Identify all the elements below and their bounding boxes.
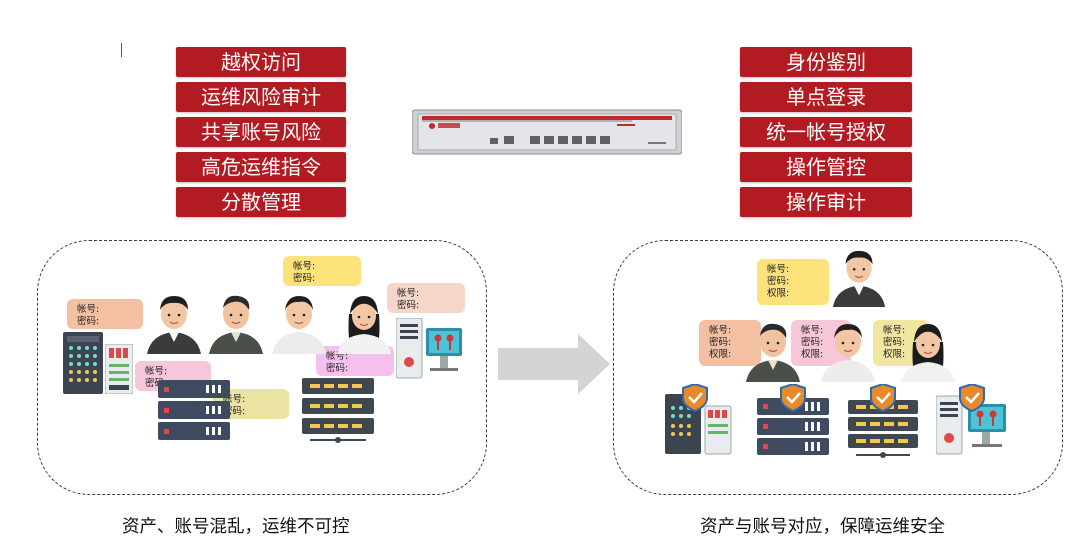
account-bubble: 帐号:密码: — [283, 256, 361, 286]
network-device-icon — [105, 344, 133, 394]
protected-server-stack-icon — [757, 384, 829, 455]
server-stack-icon — [158, 380, 230, 440]
arrow-right-icon — [498, 334, 610, 394]
account-bubble: 帐号:密码: — [387, 283, 465, 313]
account-bubble: 帐号:密码: — [67, 299, 143, 329]
person-avatar-icon — [337, 296, 391, 354]
account-permission-bubble: 帐号:密码:权限: — [699, 320, 761, 366]
protected-server-rack-icon — [665, 384, 732, 455]
protected-desktop-computer-icon — [936, 384, 1006, 455]
person-avatar-icon — [272, 296, 326, 354]
tag-operation-control: 操作管控 — [740, 152, 912, 182]
person-avatar-icon — [209, 295, 263, 354]
left-panel — [37, 240, 487, 495]
person-avatar-icon — [147, 296, 201, 354]
person-avatar-icon — [901, 324, 955, 382]
left-caption: 资产、账号混乱，运维不可控 — [122, 517, 350, 537]
tag-single-sign-on: 单点登录 — [740, 82, 912, 112]
protected-server-stack-icon — [848, 384, 918, 458]
right-caption: 资产与账号对应，保障运维安全 — [700, 517, 945, 537]
tag-identity-auth: 身份鉴别 — [740, 47, 912, 77]
tag-unauthorized-access: 越权访问 — [176, 47, 346, 77]
tag-unified-account-auth: 统一帐号授权 — [740, 117, 912, 147]
server-rack-icon — [63, 332, 103, 394]
tag-operation-audit: 操作审计 — [740, 187, 912, 217]
right-panel — [613, 240, 1063, 495]
bastion-host-appliance-icon — [412, 109, 682, 155]
tag-high-risk-commands: 高危运维指令 — [176, 152, 346, 182]
tag-scattered-management: 分散管理 — [176, 187, 346, 217]
person-avatar-icon — [832, 250, 886, 307]
text-cursor — [121, 43, 122, 57]
account-permission-bubble: 帐号:密码:权限: — [757, 259, 829, 305]
tag-ops-risk-audit: 运维风险审计 — [176, 82, 346, 112]
server-stack-icon — [302, 378, 374, 443]
person-avatar-icon — [746, 323, 800, 382]
person-avatar-icon — [821, 324, 875, 382]
tag-shared-account-risk: 共享账号风险 — [176, 117, 346, 147]
desktop-computer-icon — [396, 318, 462, 379]
